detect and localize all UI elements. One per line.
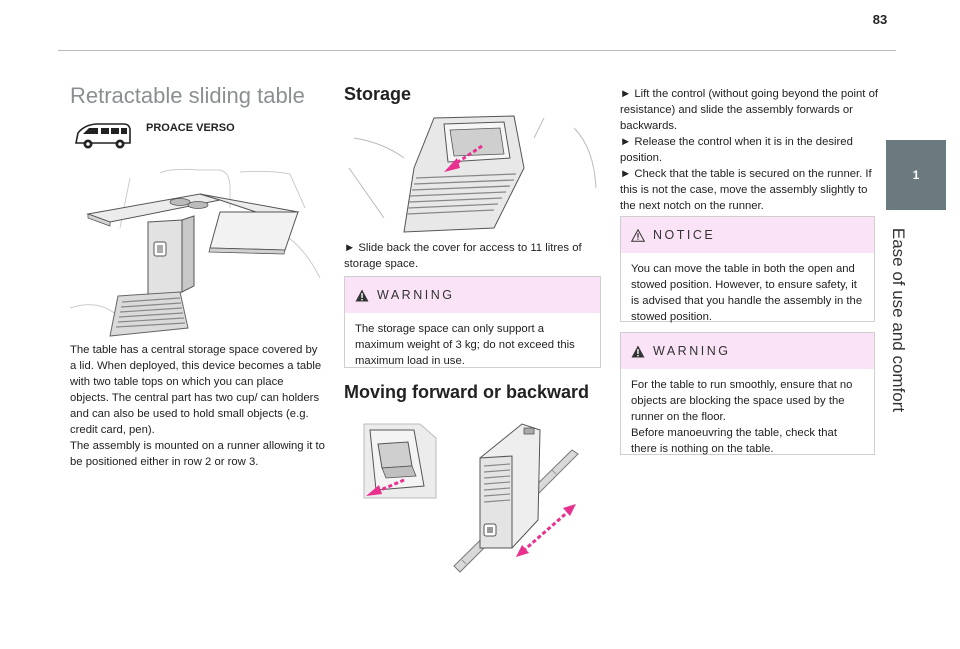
header-rule <box>58 50 896 51</box>
section-title: Retractable sliding table <box>70 83 305 108</box>
storage-heading: Storage <box>344 84 412 104</box>
chapter-title: Ease of use and comfort <box>889 227 908 413</box>
notice-label: NOTICE <box>653 228 716 242</box>
warning-text: For the table to run smoothly, ensure th… <box>631 379 853 455</box>
moving-instructions: ► Lift the control (without going beyond… <box>620 88 878 212</box>
notice-text: You can move the table in both the open … <box>631 263 863 323</box>
warning-icon <box>355 289 369 301</box>
runner-warning-box: WARNING For the table to run smoothly, e… <box>620 332 875 455</box>
warning-label: WARNING <box>653 344 731 358</box>
moving-illustration <box>362 416 598 584</box>
chapter-tab[interactable]: 1 <box>886 140 946 210</box>
warning-text: The storage space can only support a max… <box>355 323 575 367</box>
page-number: 83 <box>872 12 888 27</box>
moving-heading: Moving forward or backward <box>344 382 590 402</box>
chapter-number: 1 <box>912 168 920 182</box>
warning-header: WARNING <box>345 277 600 313</box>
notice-header: NOTICE <box>621 217 874 253</box>
model-label: PROACE VERSO <box>146 122 235 134</box>
description-text: The table has a central storage space co… <box>70 344 325 468</box>
storage-illustration <box>344 108 604 236</box>
warning-label: WARNING <box>377 288 455 302</box>
storage-warning-box: WARNING The storage space can only suppo… <box>344 276 601 368</box>
notice-icon <box>631 228 645 242</box>
notice-box: NOTICE You can move the table in both th… <box>620 216 875 323</box>
warning-header: WARNING <box>621 333 874 369</box>
storage-instruction: ► Slide back the cover for access to 11 … <box>344 242 582 270</box>
warning-icon <box>631 345 645 357</box>
sliding-table-illustration <box>70 168 322 340</box>
van-icon <box>75 123 131 149</box>
